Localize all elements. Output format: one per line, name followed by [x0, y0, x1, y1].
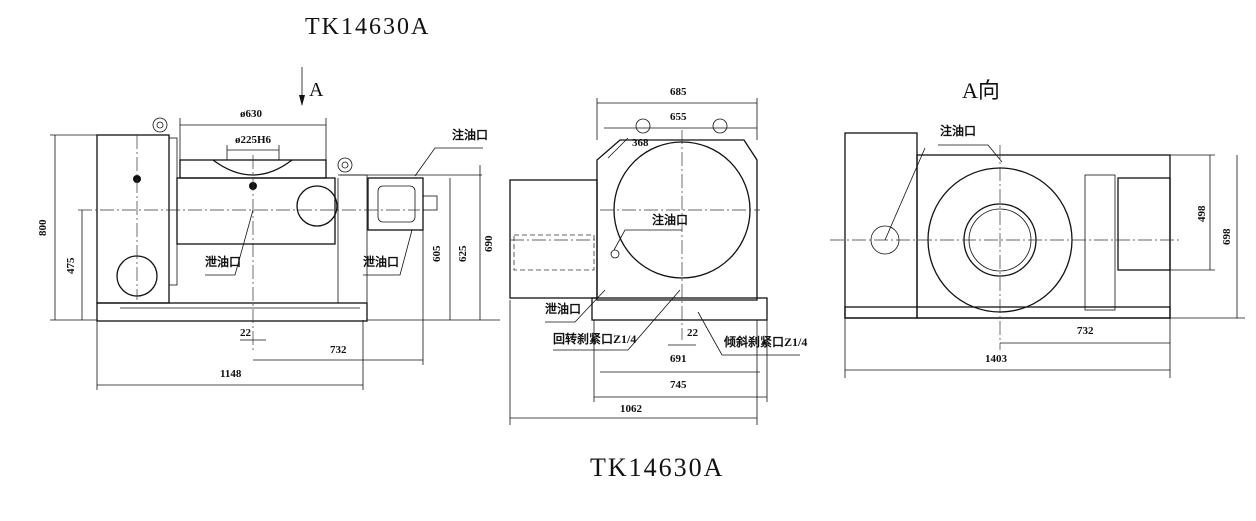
dim-685: 685 — [670, 86, 687, 98]
dim-691: 691 — [670, 353, 687, 365]
top-cut-title: TK14630A — [305, 14, 430, 40]
dim-800: 800 — [37, 219, 49, 236]
side-view: 685 655 368 22 691 745 1062 注油口 泄油口 回转刹紧… — [509, 86, 807, 425]
dim-690: 690 — [483, 235, 495, 252]
dim-22-side: 22 — [687, 327, 699, 339]
fill-port-label-side: 注油口 — [652, 212, 688, 227]
dim-732-top: 732 — [1077, 325, 1094, 337]
dim-22-front: 22 — [240, 327, 252, 339]
dim-1062: 1062 — [620, 403, 643, 415]
fill-port-label-front: 注油口 — [452, 127, 488, 142]
dim-732-front: 732 — [330, 344, 347, 356]
dim-1148: 1148 — [220, 368, 242, 380]
tilt-brake-port-label: 倾斜刹紧口Z1/4 — [723, 334, 807, 349]
dim-498: 498 — [1196, 205, 1208, 222]
bottom-title: TK14630A — [590, 453, 724, 482]
view-arrow-label: A — [309, 79, 324, 101]
view-a-title: A向 — [962, 78, 1000, 103]
rotary-brake-port-label: 回转刹紧口Z1/4 — [553, 331, 636, 346]
dim-605: 605 — [431, 245, 443, 262]
dim-1403: 1403 — [985, 353, 1008, 365]
dim-d630: ø630 — [240, 108, 263, 120]
drain-port-label-front-2: 泄油口 — [363, 254, 399, 269]
dim-d225: ø225H6 — [235, 134, 272, 146]
drain-port-label-front-1: 泄油口 — [205, 254, 241, 269]
dim-368: 368 — [632, 137, 649, 149]
dim-625: 625 — [457, 245, 469, 262]
top-view: A向 498 698 732 1403 注油口 — [830, 78, 1245, 378]
fill-port-label-top: 注油口 — [940, 123, 976, 138]
dim-655: 655 — [670, 111, 687, 123]
drain-port-label-side: 泄油口 — [545, 301, 581, 316]
dim-698: 698 — [1221, 228, 1233, 245]
dim-745: 745 — [670, 379, 687, 391]
dim-475: 475 — [65, 257, 77, 274]
front-view: A 800 475 ø630 ø225H6 6 — [37, 67, 500, 390]
